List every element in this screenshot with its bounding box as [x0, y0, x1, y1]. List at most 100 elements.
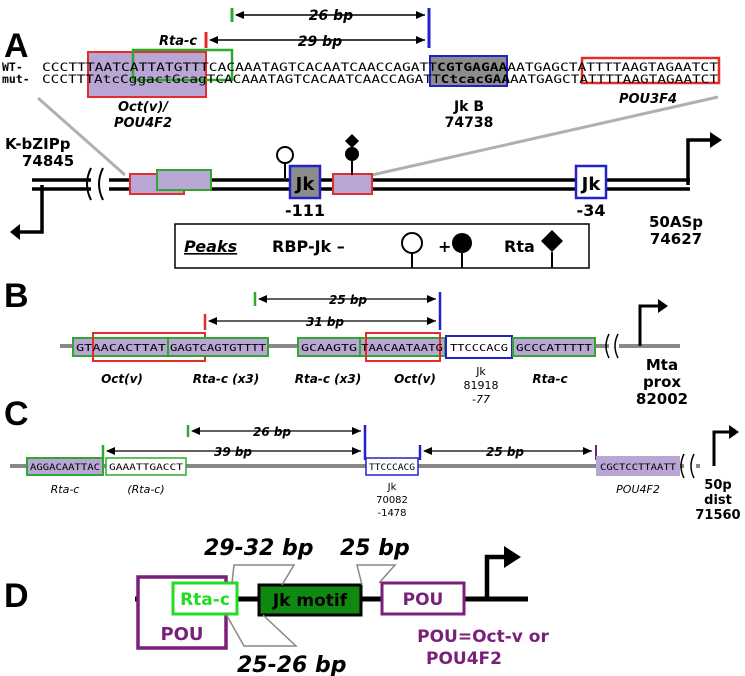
mta-site-2 [167, 337, 269, 357]
model-jk-motif-label: Jk motif [272, 591, 348, 611]
p50-seq-1: AGGACAATTAC [30, 463, 100, 473]
mta-site-6 [512, 337, 596, 357]
p50-rtac-label: Rta-c [51, 483, 80, 496]
p50-rtac-paren-label: (Rta-c) [127, 483, 164, 496]
mut-seq-part: ACAAATAGTCACAATCAACCAGATT [224, 72, 441, 86]
model-jk-motif-box [257, 583, 363, 617]
mta-jk-label: Jk [475, 365, 486, 378]
mut-sequence-tag: mut- [2, 72, 30, 86]
p50-promoter-arrow [712, 430, 730, 466]
asp-label: 50ASp [649, 213, 703, 231]
mta-seq-3: GCAAGTG [301, 343, 357, 354]
rta-c-label-a: Rta-c [159, 34, 197, 49]
peaks-legend-rta: Rta [504, 237, 535, 256]
locus-jk-label-111: Jk [294, 174, 316, 195]
mta-seq-5: TTCCCACG [450, 343, 508, 354]
locus-jk-pos-111: -111 [285, 201, 325, 220]
peak-rbpjk-minus-icon [276, 146, 294, 164]
p50-arrow-head [729, 425, 739, 439]
mta-oct-label-2: Oct(v) [394, 372, 436, 386]
p50-rtac-site [26, 457, 104, 476]
locus-jk-box-34 [574, 164, 608, 200]
p50-jk-label: Jk [387, 482, 397, 493]
mta-break-gap [609, 334, 619, 358]
mta-oct-label-1: Oct(v) [101, 372, 143, 386]
wt-seq-part: TAATCA [86, 60, 139, 74]
model-promoter-arrow [484, 554, 506, 599]
dim-label-39bp-c: 39 bp [214, 445, 252, 459]
dim-label-29bp: 29 bp [298, 34, 342, 50]
p50-jk-site [365, 457, 419, 476]
p50-rtac-paren-site [105, 457, 187, 476]
oct-v-label-line2: POU4F2 [114, 116, 172, 131]
panel-d-letter: D [4, 577, 29, 615]
mta-prox-label-1: Mta [646, 356, 678, 374]
mta-seq-1: GTAACACTTAT [76, 343, 166, 354]
wt-seq-part: CAAATAGTCACAATCAACCAGATT [226, 60, 437, 74]
mut-seq-part: CCCTT [42, 72, 85, 86]
p50-pou4f2-label: POU4F2 [616, 483, 660, 496]
dim-label-25bp-b: 25 bp [329, 293, 367, 307]
asp-position: 74627 [650, 230, 702, 248]
locus-jk-box-111 [288, 164, 322, 200]
mta-jk-rel: -77 [472, 393, 490, 406]
wt-seq-part: CCCTT [42, 60, 86, 74]
mut-seq-part: TTTTAAGTAGAATCT [588, 72, 718, 86]
locus-jk-pos-34: -34 [577, 201, 606, 220]
mta-seq-4: TAACAATAATG [361, 343, 443, 354]
mta-arrow-head [658, 299, 668, 313]
p50-seq-3: TTCCCACG [369, 463, 415, 473]
legend-open-circle-icon [401, 232, 423, 254]
model-bp-25-top: 25 bp [340, 536, 410, 561]
p50-seq-2: GAAATTGACCT [109, 463, 184, 473]
peak-rbpjk-plus-icon [345, 147, 359, 161]
p50-pou4f2-site [596, 456, 680, 476]
mta-prox-label-2: prox [643, 373, 681, 391]
p50-jk-pos: 70082 [376, 495, 408, 506]
panel-b-letter: B [4, 277, 29, 315]
legend-diamond-icon [541, 230, 563, 252]
asp-promoter-arrow [686, 138, 712, 185]
mta-break-mark [605, 333, 619, 359]
mta-seq-6: GCCCATTTTT [516, 343, 592, 354]
model-bp-25-26: 25-26 bp [237, 653, 347, 676]
locus-pou3f4-site [332, 173, 373, 195]
mut-seq-part: CtcacGAA [441, 72, 510, 86]
legend-filled-circle-icon [452, 233, 472, 253]
model-legend-line1: POU=Oct-v or [417, 627, 549, 647]
locus-rta-site [156, 169, 212, 191]
mta-seq-2: GAGTCAGTGTTTT [170, 343, 266, 354]
mta-oct-red-2 [365, 332, 441, 362]
mta-rtac-x3-label-2: Rta-c (x3) [295, 372, 361, 386]
peaks-legend-rbpjk: RBP-Jk – [272, 237, 345, 256]
dim-label-26bp: 26 bp [309, 8, 353, 24]
jk-b-site-box [429, 55, 508, 87]
mta-prox-label-3: 82002 [636, 390, 688, 408]
dim-label-26bp-c: 26 bp [253, 425, 291, 439]
p50-label-1: 50p [704, 478, 731, 493]
model-bracket-25-top [356, 564, 397, 586]
pou3f4-site-box [580, 56, 721, 85]
locus-jk-label-34: Jk [580, 174, 602, 195]
panel-c-letter: C [4, 395, 29, 433]
p50-label-2: dist [704, 493, 732, 508]
wt-seq-part: AATGAGCTA [507, 60, 586, 74]
peaks-legend-box [174, 223, 590, 269]
oct-v-label-line1: Oct(v)/ [118, 100, 169, 115]
jk-b-position: 74738 [445, 115, 494, 131]
p50-label-3: 71560 [695, 508, 740, 523]
model-rtac-box [171, 581, 239, 616]
mut-seq-part: gactGcagTC [137, 72, 224, 86]
mta-rtac-label: Rta-c [532, 372, 567, 386]
model-pou-right-label: POU [403, 590, 444, 610]
kbzip-label: K-bZIPp [5, 135, 71, 153]
panel-a-letter: A [4, 27, 29, 65]
wt-sequence-tag: WT- [2, 60, 23, 74]
peaks-legend-title: Peaks [184, 237, 237, 256]
jk-b-label: Jk B [453, 99, 484, 115]
oct-v-site-box [87, 51, 207, 98]
mut-seq-part: TAtcCg [85, 72, 137, 86]
